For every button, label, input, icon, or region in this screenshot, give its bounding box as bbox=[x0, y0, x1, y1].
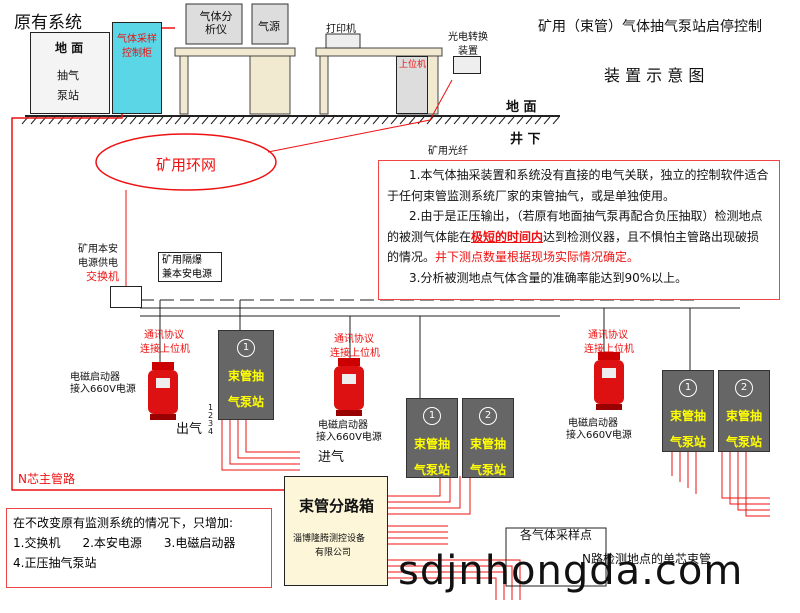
ground-pump-station: 地 面 抽气 泵站 bbox=[30, 32, 110, 114]
note-3: 3.分析被测地点气体含量的准确率能达到90%以上。 bbox=[409, 270, 688, 285]
analyzer-label: 气体分析仪 bbox=[199, 10, 233, 36]
existing-system-label: 原有系统 bbox=[14, 13, 82, 33]
gas-sampling-cabinet: 气体采样控制柜 bbox=[112, 22, 162, 114]
note-1: 1.本气体抽采装置和系统没有直接的电气关联，独立的控制软件适合于任何束管监测系统… bbox=[387, 168, 769, 203]
note-2: 2.由于是正压输出，（若原有地面抽气泵再配合负压抽取）检测地点的被测气体能在极短… bbox=[387, 209, 763, 264]
gas-source-shape bbox=[251, 3, 289, 45]
fiber-label: 矿用光纤 bbox=[428, 146, 468, 157]
optoelectric-converter bbox=[453, 56, 481, 74]
ring-net-ellipse bbox=[95, 133, 277, 191]
starter-label-a2: 接入660V电源 bbox=[70, 384, 136, 395]
ground-hatch bbox=[21, 116, 560, 125]
outlet-label: 出气 bbox=[176, 422, 203, 437]
starter-label-a1: 电磁启动器 bbox=[70, 372, 120, 383]
n-points-label: N路检测地点的单芯束管 bbox=[582, 552, 711, 566]
desk-left bbox=[174, 47, 296, 115]
converter-label-2: 装置 bbox=[458, 46, 478, 57]
comm-label-b2: 连接上位机 bbox=[330, 348, 380, 359]
tube-branch-box: 束管分路箱 淄博隆腾测控设备 有限公司 bbox=[284, 476, 388, 586]
starter-label-c2: 接入660V电源 bbox=[566, 430, 632, 441]
underground-label: 井 下 bbox=[510, 132, 541, 147]
starter-1 bbox=[148, 362, 178, 420]
starter-label-b1: 电磁启动器 bbox=[318, 420, 368, 431]
diagram-subtitle: 装 置 示 意 图 bbox=[604, 66, 705, 85]
host-computer: 上位机 bbox=[396, 56, 428, 114]
tube-bundles bbox=[221, 420, 770, 600]
gas-source-label: 气源 bbox=[258, 20, 280, 33]
starter-3 bbox=[594, 352, 624, 410]
outlet-port-numbers: 1 2 3 4 bbox=[208, 403, 214, 436]
main-pipe-label: N芯主管路 bbox=[18, 472, 75, 486]
printer-shape bbox=[325, 33, 361, 49]
sampling-box bbox=[505, 527, 607, 587]
network-switch bbox=[110, 286, 142, 308]
surface-label: 地 面 bbox=[506, 100, 537, 115]
printer-label: 打印机 bbox=[326, 24, 356, 35]
diagram-title: 矿用（束管）气体抽气泵站启停控制 bbox=[538, 19, 762, 35]
isolated-power-box: 矿用隔爆兼本安电源 bbox=[158, 252, 222, 282]
comm-label-b1: 通讯协议 bbox=[334, 334, 374, 345]
comm-label-a1: 通讯协议 bbox=[144, 330, 184, 341]
ring-net-label: 矿用环网 bbox=[156, 156, 217, 174]
watermark: sdjnhongda.com bbox=[398, 548, 744, 594]
analyzer-shape bbox=[185, 3, 243, 45]
starter-label-b2: 接入660V电源 bbox=[316, 432, 382, 443]
sampling-points-label: 各气体采样点 bbox=[520, 528, 593, 542]
power-label-2: 电源供电 bbox=[78, 258, 118, 269]
converter-label-1: 光电转换 bbox=[448, 32, 488, 43]
inlet-label: 进气 bbox=[318, 450, 345, 465]
comm-label-c1: 通讯协议 bbox=[588, 330, 628, 341]
switch-label: 交换机 bbox=[86, 270, 119, 283]
fiber-line bbox=[267, 79, 453, 153]
power-label-1: 矿用本安 bbox=[78, 244, 118, 255]
comm-label-c2: 连接上位机 bbox=[584, 344, 634, 355]
drop-lines bbox=[159, 300, 691, 400]
starter-label-c1: 电磁启动器 bbox=[568, 418, 618, 429]
notes-box: 1.本气体抽采装置和系统没有直接的电气关联，独立的控制软件适合于任何束管监测系统… bbox=[378, 160, 780, 300]
starter-2 bbox=[334, 358, 364, 416]
comm-label-a2: 连接上位机 bbox=[140, 344, 190, 355]
